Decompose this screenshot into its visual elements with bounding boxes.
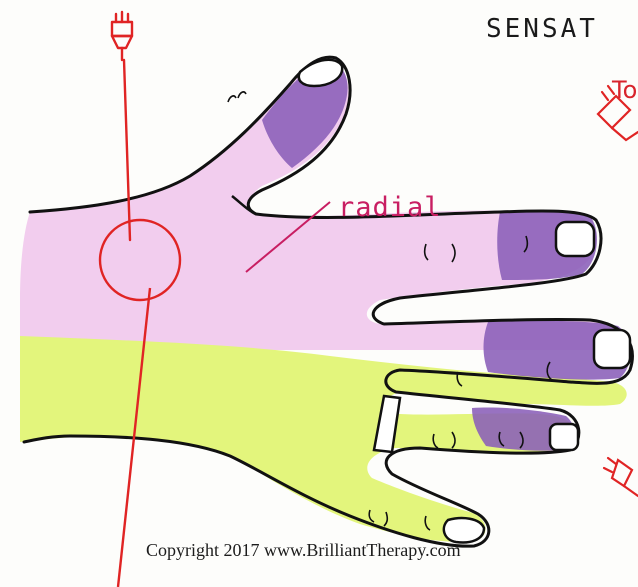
radial-label: radial: [338, 192, 442, 223]
page-title: SENSAT: [486, 14, 598, 44]
little-nail: [444, 518, 484, 542]
copyright-notice: Copyright 2017 www.BrilliantTherapy.com: [146, 540, 461, 561]
index-nail: [556, 222, 594, 256]
middle-nail: [594, 330, 630, 368]
subtitle-fragment: To: [612, 76, 637, 104]
ring-nail: [550, 424, 578, 450]
